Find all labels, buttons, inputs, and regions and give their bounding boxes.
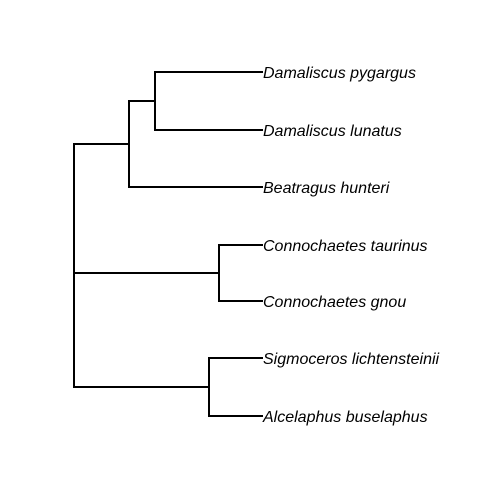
tip-label-beatragus-hunteri: Beatragus hunteri: [263, 180, 390, 197]
tip-label-alcelaphus-buselaphus: Alcelaphus buselaphus: [262, 409, 428, 426]
tip-label-damaliscus-pygargus: Damaliscus pygargus: [263, 65, 416, 82]
tip-label-connochaetes-taurinus: Connochaetes taurinus: [263, 238, 428, 255]
tip-label-connochaetes-gnou: Connochaetes gnou: [263, 294, 406, 311]
tip-label-sigmoceros-lichtensteinii: Sigmoceros lichtensteinii: [263, 351, 440, 368]
tip-label-damaliscus-lunatus: Damaliscus lunatus: [263, 123, 402, 140]
